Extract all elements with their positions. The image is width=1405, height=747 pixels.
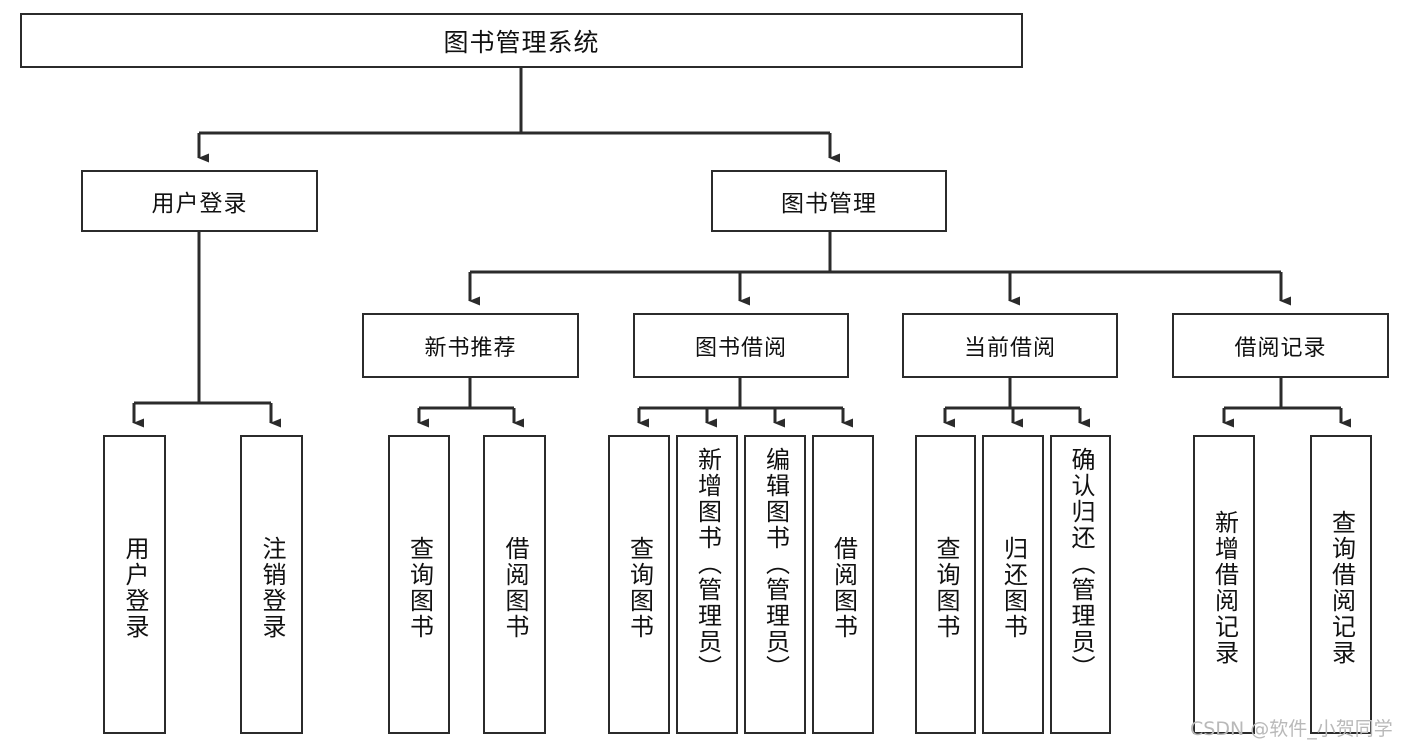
node-new-book-recommend-label: 新书推荐 [424, 335, 517, 361]
watermark: CSDN @软件_小贺同学 [1190, 718, 1393, 740]
node-leaf-borrow-book-1[interactable]: 借阅图书 [483, 435, 546, 734]
node-leaf-query-record[interactable]: 查询借阅记录 [1310, 435, 1372, 734]
node-root[interactable]: 图书管理系统 [20, 13, 1023, 68]
node-leaf-query-book-3-label: 查询图书 [931, 535, 960, 640]
node-leaf-borrow-book-1-label: 借阅图书 [500, 535, 529, 640]
node-leaf-borrow-book-2-label: 借阅图书 [829, 535, 858, 640]
node-root-label: 图书管理系统 [443, 27, 600, 57]
node-leaf-edit-book-label: 编辑图书（管理员） [761, 447, 790, 681]
node-book-borrow[interactable]: 图书借阅 [633, 313, 849, 378]
node-leaf-logout[interactable]: 注销登录 [240, 435, 303, 734]
node-leaf-confirm-return[interactable]: 确认归还（管理员） [1050, 435, 1111, 734]
node-leaf-user-login-label: 用户登录 [120, 535, 149, 640]
node-leaf-add-book-label: 新增图书（管理员） [693, 447, 722, 681]
node-book-manage-label: 图书管理 [781, 191, 877, 217]
node-leaf-query-record-label: 查询借阅记录 [1327, 509, 1356, 666]
node-leaf-query-book-2-label: 查询图书 [625, 535, 654, 640]
node-user-login[interactable]: 用户登录 [81, 170, 318, 232]
node-new-book-recommend[interactable]: 新书推荐 [362, 313, 579, 378]
node-current-borrow-label: 当前借阅 [963, 335, 1056, 361]
node-leaf-add-record[interactable]: 新增借阅记录 [1193, 435, 1255, 734]
node-leaf-add-record-label: 新增借阅记录 [1210, 509, 1239, 666]
node-leaf-user-login[interactable]: 用户登录 [103, 435, 166, 734]
node-leaf-add-book[interactable]: 新增图书（管理员） [676, 435, 738, 734]
node-leaf-edit-book[interactable]: 编辑图书（管理员） [744, 435, 806, 734]
node-book-manage[interactable]: 图书管理 [711, 170, 947, 232]
node-book-borrow-label: 图书借阅 [694, 335, 787, 361]
node-leaf-query-book-1[interactable]: 查询图书 [388, 435, 450, 734]
node-leaf-query-book-3[interactable]: 查询图书 [915, 435, 976, 734]
node-leaf-query-book-1-label: 查询图书 [405, 535, 434, 640]
node-leaf-logout-label: 注销登录 [257, 535, 286, 640]
node-leaf-borrow-book-2[interactable]: 借阅图书 [812, 435, 874, 734]
node-leaf-confirm-return-label: 确认归还（管理员） [1066, 447, 1095, 681]
node-leaf-query-book-2[interactable]: 查询图书 [608, 435, 670, 734]
node-user-login-label: 用户登录 [151, 191, 248, 217]
node-borrow-record[interactable]: 借阅记录 [1172, 313, 1389, 378]
node-leaf-return-book[interactable]: 归还图书 [982, 435, 1044, 734]
node-leaf-return-book-label: 归还图书 [999, 535, 1028, 640]
node-borrow-record-label: 借阅记录 [1234, 335, 1327, 361]
node-current-borrow[interactable]: 当前借阅 [902, 313, 1118, 378]
